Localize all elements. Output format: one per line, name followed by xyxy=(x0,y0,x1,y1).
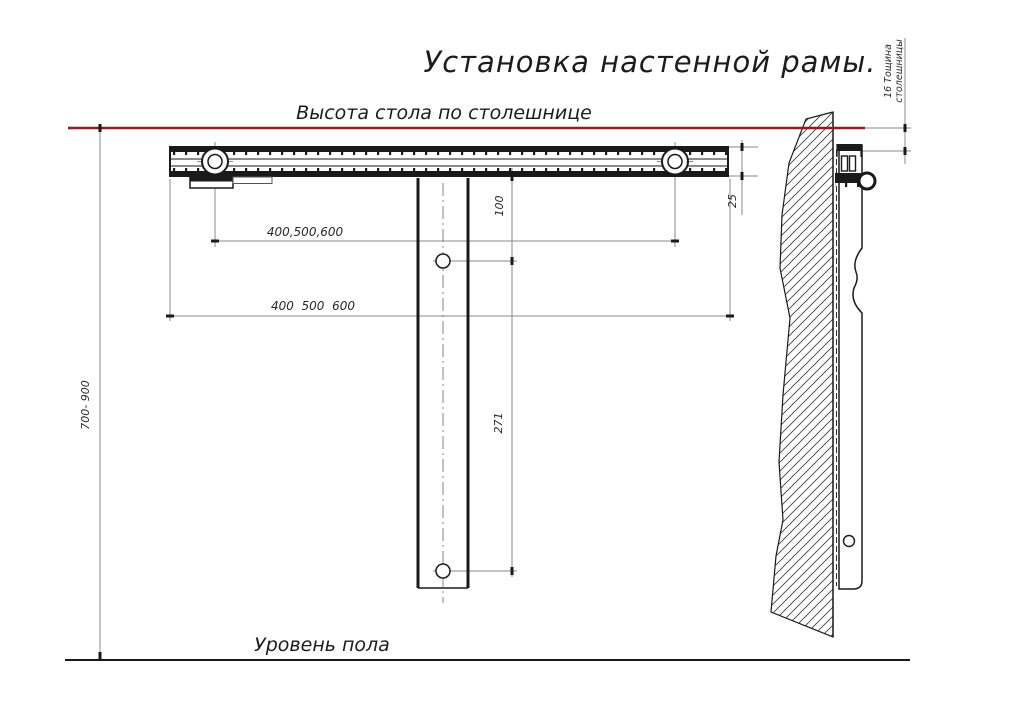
leg-hole-lower xyxy=(435,563,451,579)
tabletop-level-label: Высота стола по столешнице xyxy=(296,102,592,124)
floor-level-label: Уровень пола xyxy=(254,634,390,656)
wall-section xyxy=(770,111,834,638)
clamp-knob xyxy=(857,171,877,191)
clamp-bracket-side-view xyxy=(835,144,877,191)
dim-text-rail-length: 400 500 600 xyxy=(271,299,355,313)
leg-front-view xyxy=(416,178,470,603)
drawing-title: Установка настенной рамы. xyxy=(424,45,877,79)
clamp-slot-left xyxy=(840,155,849,172)
dim-text-rail-to-hole: 100 xyxy=(493,196,506,217)
dim-text-between-holes: 271 xyxy=(492,413,505,434)
rail-screw-left xyxy=(201,147,229,176)
dim-text-table-height: 700- 900 xyxy=(79,380,92,429)
wall-rail-front-view xyxy=(169,146,729,189)
thickness-note-line1: 16 Тощина xyxy=(883,44,894,98)
dim-text-hole-spacing: 400,500,600 xyxy=(267,225,344,239)
tabletop-thickness-note: 16 Тощина столешницы xyxy=(883,39,905,103)
rail-screw-right xyxy=(661,147,689,176)
dim-text-rail-height: 25 xyxy=(726,194,739,208)
rail-bracket xyxy=(189,176,273,189)
clamp-slot-right xyxy=(848,155,857,172)
leg-hole-upper xyxy=(435,253,451,269)
dimension-terminators xyxy=(98,124,907,660)
wall-hatched-area xyxy=(770,111,834,638)
frame-side-view xyxy=(835,144,877,590)
side-plate-profile xyxy=(838,144,863,590)
thickness-note-line2: столешницы xyxy=(894,39,905,103)
plate-mount-hole xyxy=(842,534,856,548)
